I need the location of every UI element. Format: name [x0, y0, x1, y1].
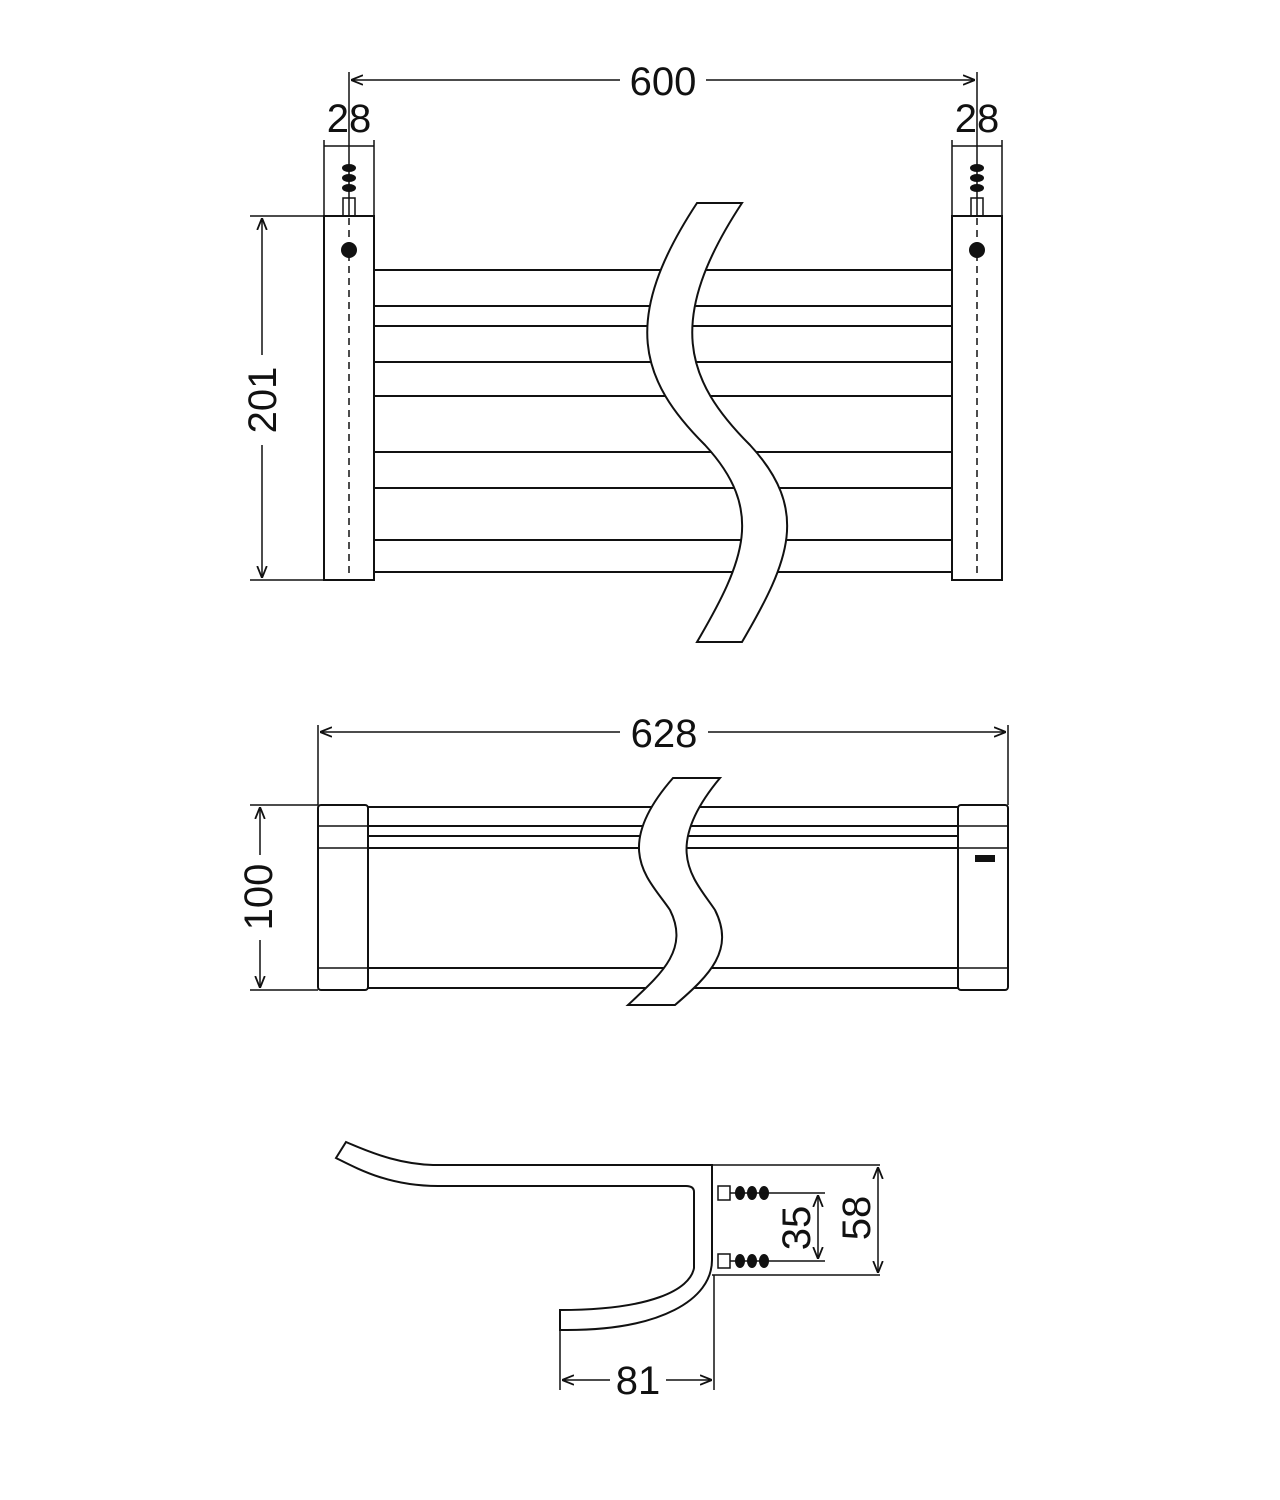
- lower-screw-icon: [717, 1253, 825, 1269]
- side-view: 35 58 81: [334, 1140, 880, 1403]
- left-screw-icon: [342, 160, 356, 215]
- right-mount-hole: [969, 242, 985, 258]
- top-right-endcap: [957, 804, 1009, 991]
- side-profile: [334, 1140, 713, 1331]
- dim-628: 628: [631, 712, 698, 756]
- upper-screw-icon: [717, 1185, 825, 1201]
- dim-100: 100: [237, 864, 281, 931]
- dim-35: 35: [775, 1206, 819, 1251]
- dim-58: 58: [835, 1196, 879, 1241]
- right-bracket: [951, 215, 1003, 581]
- front-view: 600 28 28 201: [241, 60, 1003, 643]
- dim-28-right: 28: [955, 97, 1000, 141]
- top-break-band: [625, 777, 724, 1006]
- top-left-endcap: [317, 804, 369, 991]
- right-screw-icon: [970, 160, 984, 215]
- dim-28-left: 28: [327, 97, 372, 141]
- left-mount-hole: [341, 242, 357, 258]
- dim-201: 201: [241, 367, 285, 434]
- dim-81: 81: [616, 1359, 661, 1403]
- indicator-mark: [975, 855, 995, 862]
- top-view: 628 100: [237, 712, 1009, 1006]
- front-break-band: [646, 202, 789, 643]
- left-bracket: [323, 215, 375, 581]
- dim-600: 600: [630, 60, 697, 104]
